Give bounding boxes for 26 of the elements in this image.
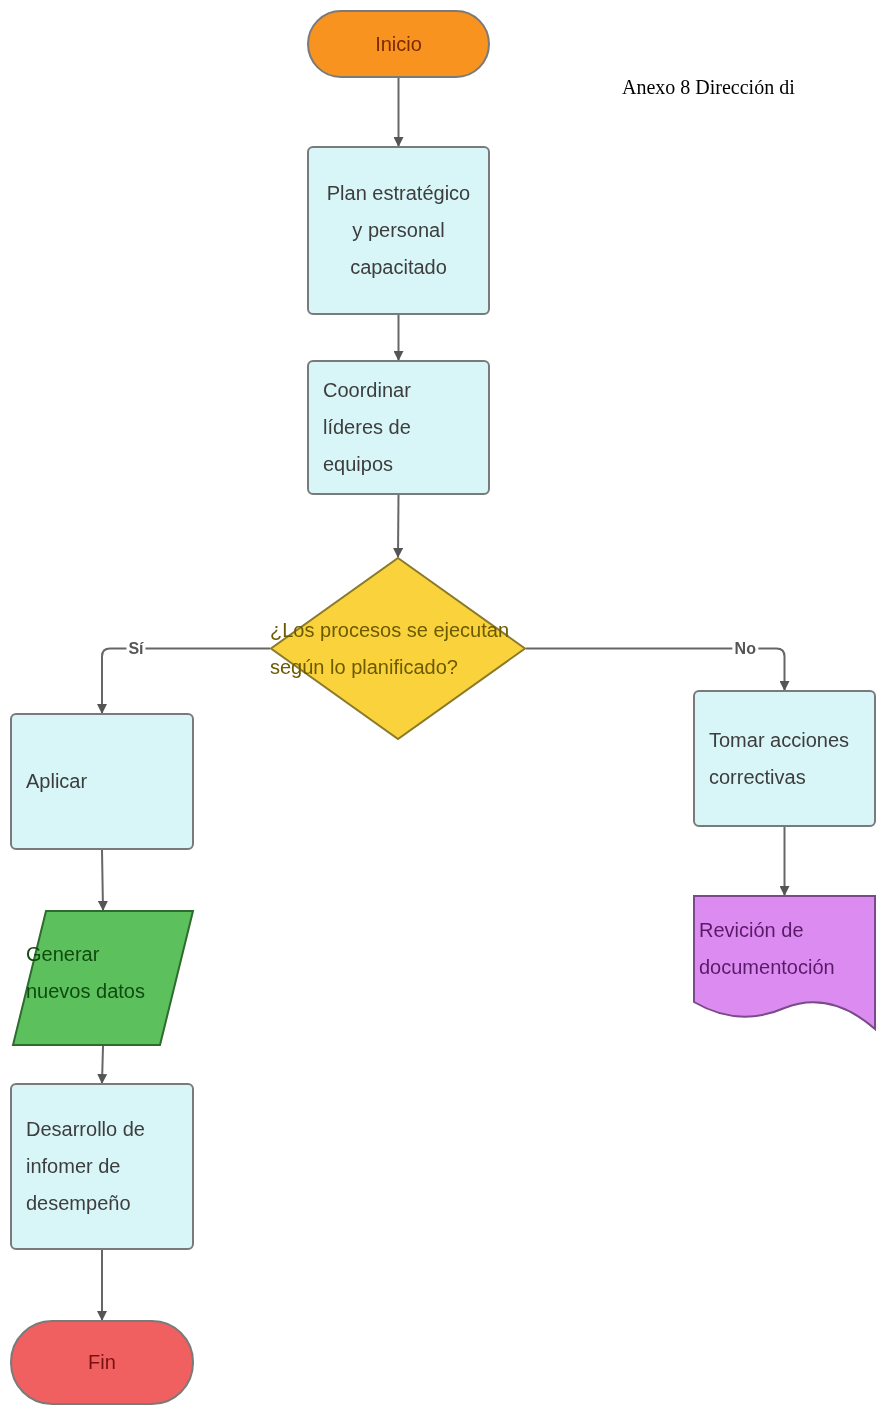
document-shape (693, 895, 876, 1030)
data-parallelogram (12, 910, 194, 1046)
process-box (10, 713, 194, 850)
arrow (97, 849, 108, 911)
arrow (97, 647, 271, 714)
arrow (393, 314, 404, 361)
arrow (393, 494, 404, 558)
node-text: Revición de documentoción (699, 917, 836, 980)
process-box (307, 146, 490, 315)
node-text: Plan estratégico y personal capacitado (325, 181, 472, 280)
node-text: Desarrollo de infomer de desempeño (26, 1117, 146, 1216)
arrow (393, 77, 404, 147)
arrow (97, 1249, 107, 1321)
arrow (97, 1045, 108, 1084)
node-text: Fin (88, 1350, 116, 1375)
process-box (307, 360, 490, 495)
process-box (693, 690, 876, 827)
node-text: Coordinar líderes de equipos (323, 378, 412, 477)
page-title: Anexo 8 Dirección di (622, 76, 795, 99)
arrow (525, 647, 790, 691)
arrow (779, 826, 790, 896)
node-text: Tomar acciones correctivas (709, 727, 851, 790)
node-text: Inicio (375, 31, 422, 57)
node-text: Aplicar (26, 769, 88, 794)
process-box (10, 1083, 194, 1250)
decision-diamond (270, 557, 526, 740)
